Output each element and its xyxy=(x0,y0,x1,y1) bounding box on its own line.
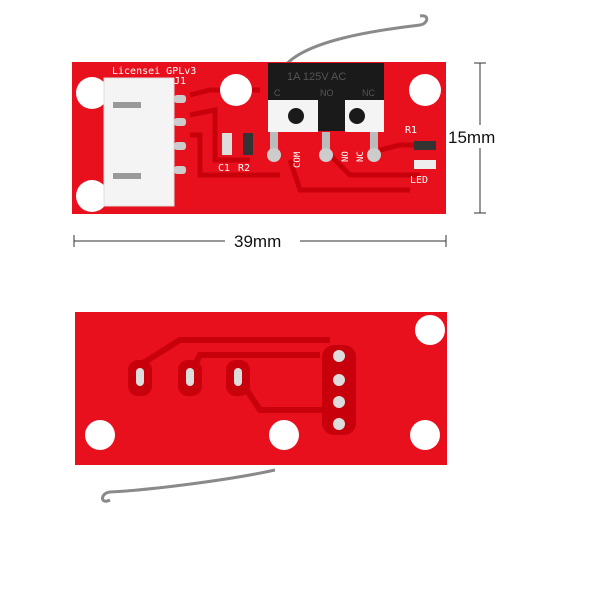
led xyxy=(414,160,436,169)
mount-hole xyxy=(76,180,108,212)
connector-label: J1 xyxy=(174,76,186,87)
switch-pin-no: NO xyxy=(320,88,334,98)
label-r1: R1 xyxy=(405,125,417,136)
jst-connector xyxy=(103,77,175,207)
license-text: Licensei GPLv3 xyxy=(112,66,196,77)
pin-label-com: COM xyxy=(293,151,303,168)
label-c1: C1 xyxy=(218,163,230,174)
switch-lever xyxy=(101,468,276,503)
label-r2: R2 xyxy=(238,163,250,174)
width-label: 39mm xyxy=(234,232,281,251)
resistor-r1 xyxy=(414,141,436,150)
pcb-bottom-side xyxy=(75,312,447,503)
pcb-traces xyxy=(189,87,430,193)
mount-hole xyxy=(409,74,441,106)
switch-pin-c: C xyxy=(274,88,281,98)
capacitor-c1 xyxy=(222,133,232,155)
mount-hole xyxy=(220,74,252,106)
resistor-r2 xyxy=(243,133,253,155)
pcb-top-side: Licensei GPLv3 J1 1A 125V AC C NO NC COM… xyxy=(72,14,446,214)
switch-pin-nc: NC xyxy=(362,88,375,98)
pin-label-no: NO xyxy=(341,151,351,162)
connector-pins xyxy=(174,95,186,174)
height-label: 15mm xyxy=(448,128,495,147)
switch-rating: 1A 125V AC xyxy=(287,71,346,83)
dimension-width: 39mm xyxy=(73,232,447,251)
label-led: LED xyxy=(410,175,428,186)
switch-lever xyxy=(280,14,429,71)
dimension-height: 15mm xyxy=(448,62,495,214)
pin-label-nc: NC xyxy=(356,151,366,162)
mount-hole xyxy=(76,77,108,109)
